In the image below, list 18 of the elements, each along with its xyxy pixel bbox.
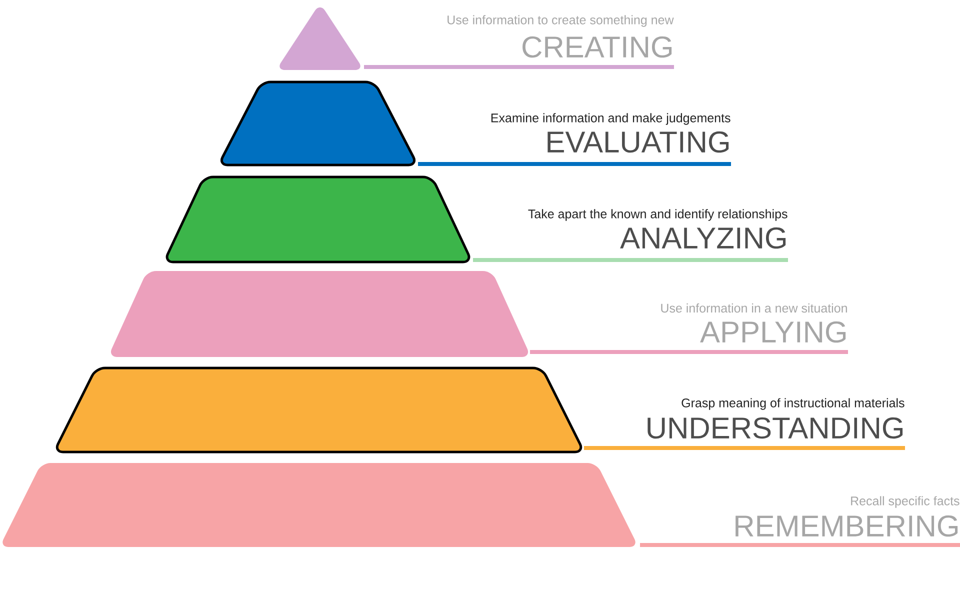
description: Grasp meaning of instructional materials [682, 398, 904, 410]
pyramid-level [166, 176, 470, 264]
level-title: EVALUATING [548, 131, 729, 153]
level-title: ANALYZING [620, 227, 786, 249]
level-title: APPLYING [700, 321, 846, 343]
level-title: UNDERSTANDING [648, 417, 903, 439]
description: Take apart the known and identify relationships [528, 209, 788, 221]
description: Recall specific facts [851, 496, 960, 508]
description: Use information to create something new [448, 15, 674, 27]
description: Use information in a new situation [661, 303, 847, 313]
pyramid-tip [280, 7, 360, 70]
level-title: CREATING [522, 36, 672, 58]
level-title: REMEMBERING [736, 515, 958, 537]
description: Examine information and make judgements [491, 113, 730, 125]
pyramid-level [220, 80, 416, 166]
pyramid-level [56, 366, 582, 454]
pyramid-level [111, 271, 528, 357]
pyramid-level [2, 463, 636, 547]
